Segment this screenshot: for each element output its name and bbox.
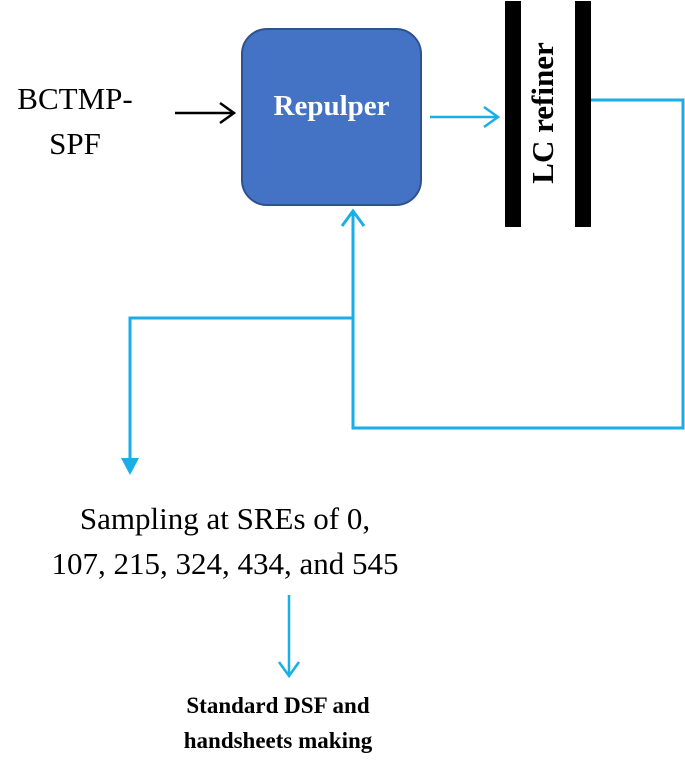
sampling-branch-line	[128, 316, 353, 460]
sampling-to-output-arrow	[277, 595, 301, 679]
input-arrow	[175, 101, 237, 125]
sampling-branch-arrowhead	[121, 458, 139, 475]
output-label: Standard DSF and handsheets making	[128, 688, 428, 758]
refiner-label: LC refiner	[525, 42, 560, 184]
input-label-line-1: BCTMP-	[17, 81, 133, 116]
refiner-left-plate	[505, 1, 521, 227]
repulper-to-refiner-arrow	[430, 105, 501, 129]
sampling-label-line-2: 107, 215, 324, 434, and 545	[51, 546, 399, 581]
output-label-line-2: handsheets making	[183, 728, 373, 753]
output-label-line-1: Standard DSF and	[186, 693, 370, 718]
recirculation-loop-line	[351, 98, 685, 430]
recirculation-arrowhead	[340, 208, 366, 227]
sampling-label: Sampling at SREs of 0, 107, 215, 324, 43…	[0, 496, 450, 586]
input-label-line-2: SPF	[49, 126, 101, 161]
refiner-right-plate	[575, 1, 591, 227]
input-label: BCTMP- SPF	[0, 76, 150, 166]
repulper-label: Repulper	[273, 89, 390, 122]
repulper-box: Repulper	[241, 28, 422, 206]
sampling-label-line-1: Sampling at SREs of 0,	[79, 501, 371, 536]
